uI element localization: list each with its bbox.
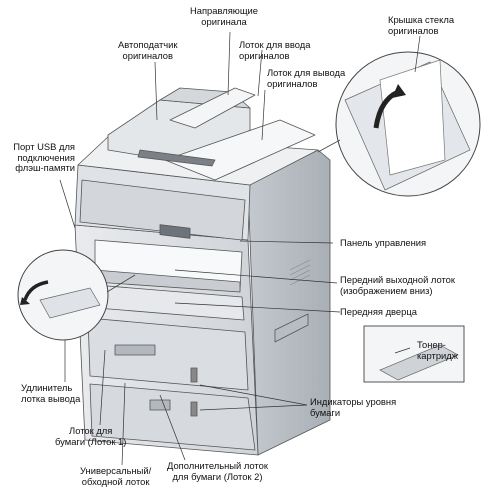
toner-inset: [363, 325, 465, 383]
label-glass-cover: Крышка стекла оригиналов: [388, 14, 455, 36]
leader-lines: [59, 31, 421, 466]
label-adf: Автоподатчик оригиналов: [118, 39, 178, 61]
label-tray2: Дополнительный лоток для бумаги (Лоток 2…: [167, 460, 268, 482]
label-tray1: Лоток для бумаги (Лоток 1): [55, 425, 127, 447]
label-control-panel: Панель управления: [340, 237, 427, 248]
label-mp-tray: Универсальный/ обходной лоток: [80, 465, 152, 487]
label-toner: Тонер- картридж: [417, 339, 459, 361]
printer-body: [74, 87, 331, 456]
label-paper-level: Индикаторы уровня бумаги: [310, 396, 397, 418]
label-front-output: Передний выходной лоток (изображением вн…: [340, 274, 455, 296]
label-input-tray: Лоток для ввода оригиналов: [239, 39, 311, 61]
extender-inset: [17, 249, 109, 341]
label-output-tray: Лоток для вывода оригиналов: [267, 67, 346, 89]
label-extender: Удлинитель лотка вывода: [21, 382, 81, 404]
label-usb-port: Порт USB для подключения флэш-памяти: [13, 141, 75, 174]
label-front-door: Передняя дверца: [340, 306, 417, 317]
glass-cover-inset: [335, 51, 481, 197]
label-guides: Направляющие оригинала: [190, 5, 258, 27]
